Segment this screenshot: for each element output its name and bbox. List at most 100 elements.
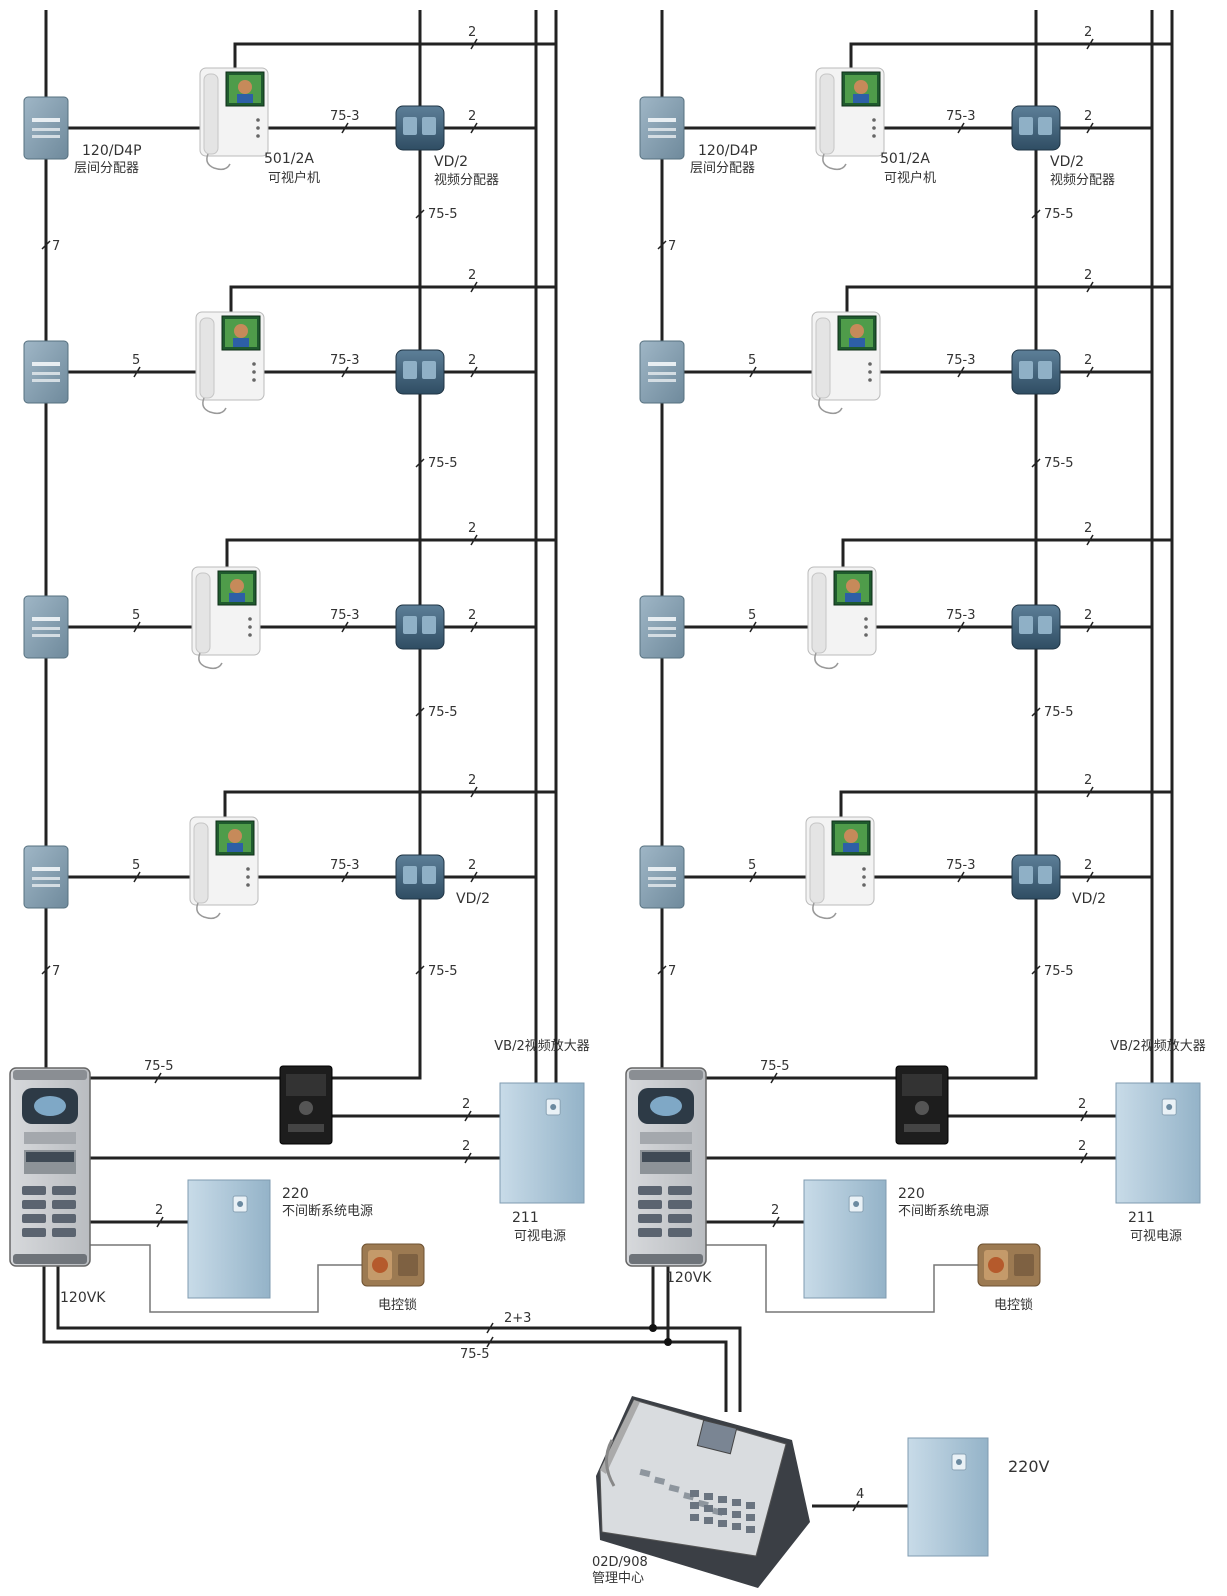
wire-label: 2 (468, 608, 476, 623)
wire-tick (957, 122, 965, 134)
wire-tick (464, 1110, 472, 1122)
wire-tick (657, 240, 667, 250)
floor-distributor-name: 层间分配器 (74, 161, 139, 176)
wire-tick (1086, 786, 1094, 798)
wire-label: 2 (468, 109, 476, 124)
electric-lock-label: 电控锁 (994, 1297, 1033, 1313)
wire-label: 75-5 (144, 1059, 174, 1074)
video-distributor (1011, 105, 1061, 151)
wire-label: 2 (1084, 858, 1092, 873)
wire-label: 2+3 (504, 1311, 531, 1326)
wire-tick (470, 281, 478, 293)
wire-tick (1031, 707, 1041, 717)
wire-label: 2 (468, 25, 476, 40)
wire-tick (749, 621, 757, 633)
wire-tick (470, 621, 478, 633)
wire-tick (415, 458, 425, 468)
wire (233, 42, 556, 90)
wire-tick (1080, 1110, 1088, 1122)
mains-power-label: 220V (1008, 1457, 1050, 1476)
system-power-name: 可视电源 (514, 1229, 566, 1244)
wire (56, 1264, 653, 1330)
wire-tick (1086, 122, 1094, 134)
wire-label: 2 (155, 1203, 163, 1218)
video-distributor (1011, 854, 1061, 900)
wire-label: 7 (668, 239, 676, 254)
floor-distributor (23, 595, 69, 659)
electric-lock (361, 1243, 425, 1287)
wire-label: 75-5 (1044, 705, 1074, 720)
wire-label: 2 (468, 858, 476, 873)
video-amplifier (279, 1065, 333, 1145)
electric-lock-label: 电控锁 (378, 1297, 417, 1313)
ups-power (187, 1179, 271, 1299)
wire-label: 4 (856, 1487, 864, 1502)
wire-label: 2 (468, 773, 476, 788)
floor-distributor (23, 340, 69, 404)
door-station-model: 120VK (666, 1270, 712, 1286)
management-center-model: 02D/908 (592, 1555, 648, 1570)
wire-label: 2 (1084, 353, 1092, 368)
wire-tick (156, 1216, 164, 1228)
wire-label: 75-5 (428, 964, 458, 979)
wire (841, 538, 1172, 589)
wire-tick (133, 366, 141, 378)
system-power-model: 211 (1128, 1210, 1155, 1226)
wire-label: 2 (1084, 608, 1092, 623)
wire-tick (749, 871, 757, 883)
wire-tick (957, 366, 965, 378)
video-distributor (1011, 604, 1061, 650)
ups-power-name: 不间断系统电源 (282, 1204, 373, 1219)
wire (849, 42, 1172, 90)
wire-tick (341, 871, 349, 883)
wire-tick (133, 871, 141, 883)
video-distributor-short-label: VD/2 (1072, 891, 1106, 907)
wire-label: 75-5 (1044, 964, 1074, 979)
indoor-monitor-name: 可视户机 (268, 170, 320, 186)
wire-tick (957, 871, 965, 883)
wire (223, 790, 556, 839)
wire-label: 2 (1084, 25, 1092, 40)
wire-label: 75-5 (428, 456, 458, 471)
wire-label: 75-3 (946, 109, 976, 124)
wire-tick (341, 122, 349, 134)
wire-label: 75-3 (946, 858, 976, 873)
video-distributor-model: VD/2 (1050, 154, 1084, 170)
wire-tick (1086, 871, 1094, 883)
wire-tick (154, 1072, 162, 1084)
wire (225, 538, 556, 589)
floor-distributor (639, 845, 685, 909)
wire (229, 285, 556, 334)
electric-lock (977, 1243, 1041, 1287)
video-distributor-short-label: VD/2 (456, 891, 490, 907)
wire-label: 2 (1084, 109, 1092, 124)
wire-label: 2 (468, 521, 476, 536)
wire-label: 75-3 (330, 353, 360, 368)
wire-label: 75-5 (760, 1059, 790, 1074)
wire-label: 75-3 (330, 858, 360, 873)
wire-label: 75-5 (460, 1347, 490, 1362)
wire-label: 7 (52, 239, 60, 254)
video-amplifier-label: VB/2视频放大器 (1110, 1039, 1205, 1054)
wire-tick (415, 209, 425, 219)
lock-wire (706, 1244, 978, 1313)
wire-tick (749, 366, 757, 378)
wire-tick (470, 871, 478, 883)
floor-distributor (23, 96, 69, 160)
wire-label: 2 (1084, 521, 1092, 536)
video-distributor (395, 349, 445, 395)
indoor-monitor (807, 566, 877, 670)
wire-tick (464, 1152, 472, 1164)
wire-label: 5 (132, 858, 140, 873)
video-distributor (395, 854, 445, 900)
door-station-model: 120VK (60, 1290, 106, 1306)
wire-tick (1086, 534, 1094, 546)
wire-tick (772, 1216, 780, 1228)
wire-label: 75-3 (330, 109, 360, 124)
indoor-monitor (199, 67, 269, 171)
wire (845, 285, 1172, 334)
junction-dot (664, 1338, 672, 1346)
wire (706, 1010, 1038, 1080)
wire-tick (1086, 38, 1094, 50)
